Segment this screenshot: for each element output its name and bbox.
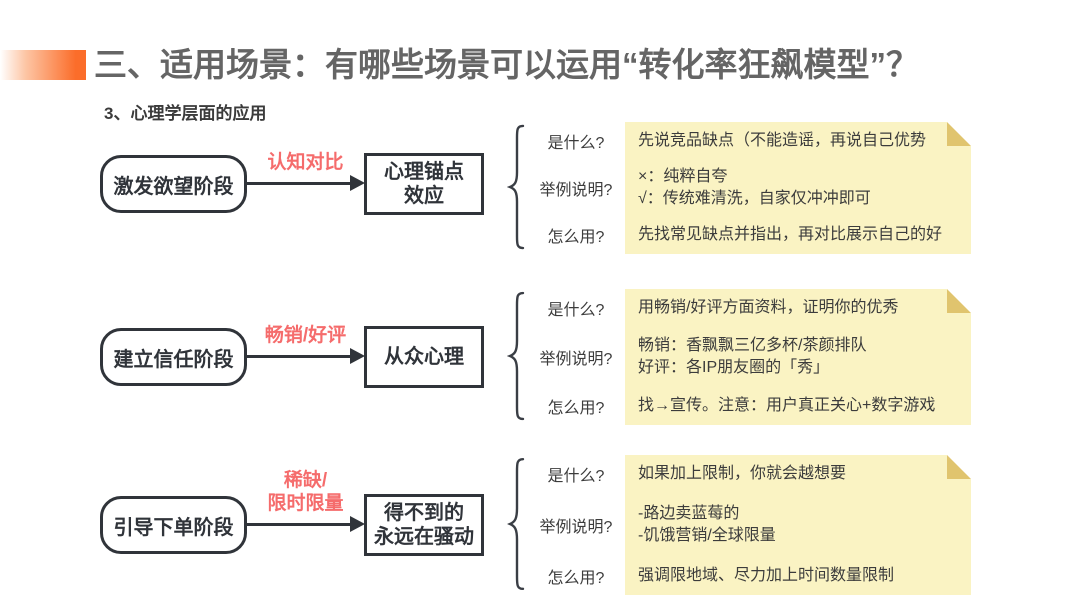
question-example: 举例说明? <box>539 351 613 368</box>
question-list: 是什么? 举例说明? 怎么用? <box>529 296 623 418</box>
sticky-note: 用畅销/好评方面资料，证明你的优秀 畅销：香飘飘三亿多杯/茶颜排队 好评：各IP… <box>625 289 971 425</box>
effect-box: 从众心理 <box>364 326 484 388</box>
question-list: 是什么? 举例说明? 怎么用? <box>529 462 623 588</box>
stage-label: 引导下单阶段 <box>113 516 234 539</box>
brace-icon <box>507 456 527 592</box>
note-example: -路边卖蓝莓的 -饥饿营销/全球限量 <box>638 505 776 544</box>
psych-row-desire: 激发欲望阶段 认知对比 心理锚点 效应 是什么? 举例说明? 怎么用? 先说竞品… <box>0 122 1080 254</box>
method-label: 畅销/好评 <box>264 325 347 347</box>
psych-row-order: 引导下单阶段 稀缺/ 限时限量 得不到的 永远在骚动 是什么? 举例说明? 怎么… <box>0 455 1080 595</box>
title-accent-bar <box>0 50 86 80</box>
note-fold-corner-icon <box>947 289 971 313</box>
note-fold-corner-icon <box>947 122 971 146</box>
sticky-note: 先说竞品缺点（不能造谣，再说自己优势 ×：纯粹自夸 √：传统难清洗，自家仅冲冲即… <box>625 122 971 254</box>
question-what: 是什么? <box>547 302 605 319</box>
note-example: 畅销：香飘飘三亿多杯/茶颜排队 好评：各IP朋友圈的「秀」 <box>638 337 867 376</box>
stage-box: 建立信任阶段 <box>100 328 247 386</box>
stage-label: 建立信任阶段 <box>113 348 234 371</box>
note-how: 找→宣传。注意：用户真正关心+数字游戏 <box>638 397 936 415</box>
brace-icon <box>507 290 527 422</box>
note-fold-corner-icon <box>947 455 971 479</box>
question-what: 是什么? <box>547 468 605 485</box>
arrow-line <box>247 523 352 526</box>
note-how: 先找常见缺点并指出，再对比展示自己的好 <box>638 226 943 244</box>
question-list: 是什么? 举例说明? 怎么用? <box>529 129 623 247</box>
effect-label: 从众心理 <box>384 346 464 368</box>
note-how: 强调限地域、尽力加上时间数量限制 <box>638 567 895 585</box>
psych-row-trust: 建立信任阶段 畅销/好评 从众心理 是什么? 举例说明? 怎么用? 用畅销/好评… <box>0 289 1080 425</box>
note-what: 先说竞品缺点（不能造谣，再说自己优势 <box>638 132 927 149</box>
page-title: 三、适用场景：有哪些场景可以运用“转化率狂飙模型”？ <box>94 46 919 83</box>
question-how: 怎么用? <box>547 570 605 587</box>
question-what: 是什么? <box>547 135 605 152</box>
stage-label: 激发欲望阶段 <box>113 175 234 198</box>
section-subtitle: 3、心理学层面的应用 <box>104 104 267 123</box>
stage-box: 引导下单阶段 <box>100 496 247 554</box>
note-example: ×：纯粹自夸 √：传统难清洗，自家仅冲冲即可 <box>638 168 871 207</box>
sticky-note: 如果加上限制，你就会越想要 -路边卖蓝莓的 -饥饿营销/全球限量 强调限地域、尽… <box>625 455 971 595</box>
effect-box: 得不到的 永远在骚动 <box>364 494 484 556</box>
stage-box: 激发欲望阶段 <box>100 155 247 213</box>
arrow-head-icon <box>350 516 365 532</box>
method-label: 稀缺/ 限时限量 <box>267 469 344 515</box>
arrow-head-icon <box>350 348 365 364</box>
arrow-head-icon <box>350 175 365 191</box>
question-example: 举例说明? <box>539 182 613 199</box>
effect-label: 心理锚点 效应 <box>384 161 464 207</box>
question-how: 怎么用? <box>547 400 605 417</box>
effect-box: 心理锚点 效应 <box>364 153 484 215</box>
effect-label: 得不到的 永远在骚动 <box>374 502 474 548</box>
note-what: 用畅销/好评方面资料，证明你的优秀 <box>638 299 899 316</box>
note-what: 如果加上限制，你就会越想要 <box>638 465 847 482</box>
brace-icon <box>507 123 527 251</box>
arrow-line <box>247 355 352 358</box>
arrow-line <box>247 182 352 185</box>
method-label: 认知对比 <box>267 152 344 174</box>
question-how: 怎么用? <box>547 229 605 246</box>
question-example: 举例说明? <box>539 519 613 536</box>
